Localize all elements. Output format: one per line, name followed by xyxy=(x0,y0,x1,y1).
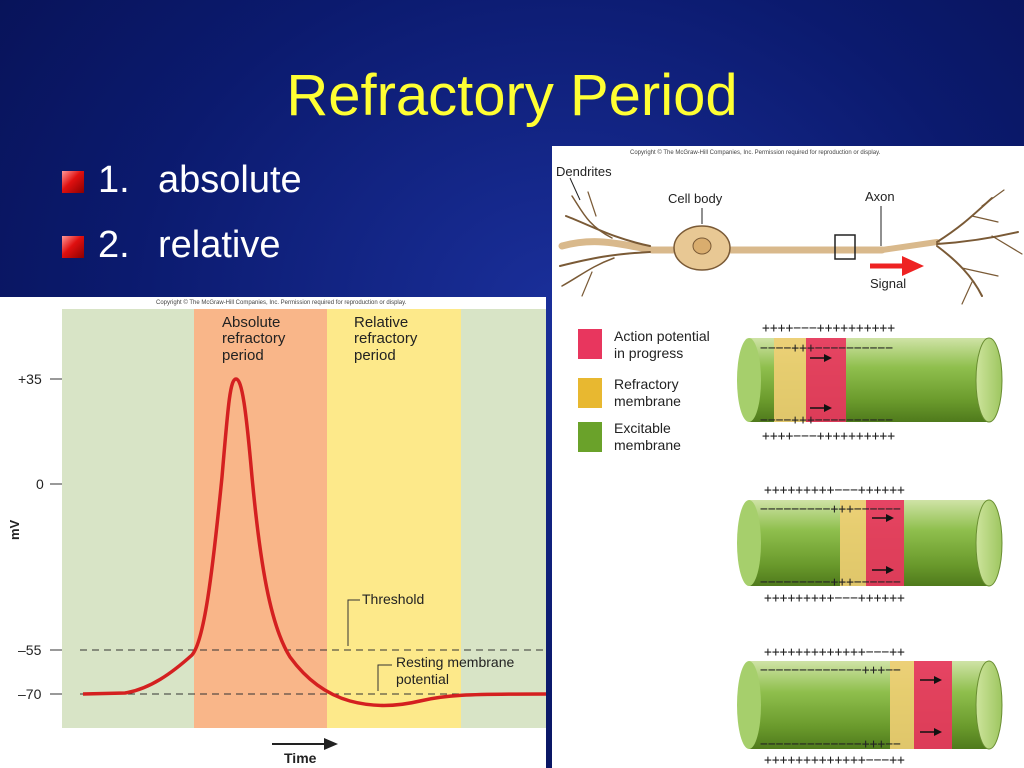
outer-signs-bottom: ++++−−−++++++++++ xyxy=(762,429,895,444)
threshold-label: Threshold xyxy=(362,591,424,607)
axon-segment-3: +++++++++++++−−−++ −−−−−−−−−−−−−+++−− −−… xyxy=(737,645,1003,768)
inner-signs-top: −−−−−−−−−−−−−+++−− xyxy=(760,663,901,678)
relative-zone-label: Relative refractory period xyxy=(354,314,422,364)
dendrites-pointer xyxy=(569,177,581,201)
legend-label-excitable: Excitable membrane xyxy=(614,420,681,453)
time-arrow-head xyxy=(324,738,338,750)
neuron-illustration xyxy=(558,189,1023,305)
axon-segment-2: +++++++++−−−++++++ −−−−−−−−−+++−−−−−− −−… xyxy=(737,483,1003,606)
bullet-square-icon xyxy=(62,236,84,258)
outer-signs-bottom: +++++++++−−−++++++ xyxy=(764,591,905,606)
bullet-text: absolute xyxy=(158,159,302,201)
outer-signs-top: +++++++++−−−++++++ xyxy=(764,483,905,498)
signal-arrow-head xyxy=(902,256,924,276)
action-potential-svg: Copyright © The McGraw-Hill Companies, I… xyxy=(7,299,546,766)
neuron-diagram-svg: Copyright © The McGraw-Hill Companies, I… xyxy=(556,149,1023,768)
resting-zone-right xyxy=(461,309,546,728)
axon-segment-1: ++++−−−++++++++++ −−−−+++−−−−−−−−−− −−−−… xyxy=(737,321,1003,444)
tick-label-minus55: –55 xyxy=(18,642,42,658)
cylinder-left-end xyxy=(737,338,761,422)
resting-zone-left xyxy=(62,309,194,728)
outer-signs-bottom: +++++++++++++−−−++ xyxy=(764,753,905,768)
absolute-zone-label: Absolute refractory period xyxy=(222,314,290,364)
diagram-copyright: Copyright © The McGraw-Hill Companies, I… xyxy=(630,149,881,156)
refractory-band xyxy=(890,661,914,749)
nucleus-shape xyxy=(692,237,712,255)
cylinder-left-end xyxy=(737,500,761,586)
graph-copyright: Copyright © The McGraw-Hill Companies, I… xyxy=(156,299,407,306)
bullet-square-icon xyxy=(62,171,84,193)
action-potential-band xyxy=(914,661,952,749)
cylinder-left-end xyxy=(737,661,761,749)
bullet-number: 1. xyxy=(98,159,130,201)
inner-signs-bottom: −−−−−−−−−−−−−+++−− xyxy=(760,737,901,752)
cylinder-right-cap xyxy=(975,499,1003,587)
propagation-arrowhead-bottom xyxy=(934,728,942,736)
tick-label-minus70: –70 xyxy=(18,686,42,702)
propagation-arrowhead-top xyxy=(934,676,942,684)
propagation-arrowhead-bottom xyxy=(886,566,894,574)
resting-label: Resting membrane potential xyxy=(396,654,518,687)
refractory-band xyxy=(840,500,866,586)
legend-swatch-action-potential xyxy=(578,329,602,359)
relative-refractory-zone xyxy=(327,309,461,728)
cylinder-right-cap xyxy=(975,660,1003,750)
bullet-item-absolute: 1. absolute xyxy=(62,158,302,202)
inner-signs-top: −−−−+++−−−−−−−−−− xyxy=(760,341,893,356)
slide-title: Refractory Period xyxy=(286,63,738,128)
bullet-text: relative xyxy=(158,224,281,266)
legend-label-refractory: Refractory membrane xyxy=(614,376,682,409)
dendrites-label: Dendrites xyxy=(556,164,612,179)
legend-swatch-excitable xyxy=(578,422,602,452)
outer-signs-top: +++++++++++++−−−++ xyxy=(764,645,905,660)
propagation-arrowhead-top xyxy=(824,354,832,362)
signal-label: Signal xyxy=(870,276,906,291)
bullet-number: 2. xyxy=(98,224,130,266)
legend-swatch-refractory xyxy=(578,378,602,408)
propagation-arrowhead-bottom xyxy=(824,404,832,412)
x-axis-label: Time xyxy=(284,750,317,766)
action-potential-graph: Copyright © The McGraw-Hill Companies, I… xyxy=(0,297,546,768)
inner-signs-bottom: −−−−+++−−−−−−−−−− xyxy=(760,413,893,428)
outer-signs-top: ++++−−−++++++++++ xyxy=(762,321,895,336)
legend-label-action-potential: Action potential in progress xyxy=(614,328,714,361)
cylinder-right-cap xyxy=(975,337,1003,423)
resting-bracket xyxy=(377,664,392,691)
neuron-diagram-panel: Copyright © The McGraw-Hill Companies, I… xyxy=(552,146,1024,768)
membrane-potential-trace xyxy=(82,377,546,708)
tick-label-zero: 0 xyxy=(36,476,44,492)
axon-label: Axon xyxy=(865,189,895,204)
axon-zoom-box xyxy=(834,234,856,260)
cell-body-label: Cell body xyxy=(668,191,723,206)
absolute-refractory-zone xyxy=(194,309,327,728)
inner-signs-top: −−−−−−−−−+++−−−−−− xyxy=(760,502,901,517)
refractory-band xyxy=(774,338,806,422)
action-potential-band xyxy=(866,500,904,586)
threshold-bracket xyxy=(347,599,360,646)
bullet-item-relative: 2. relative xyxy=(62,223,281,267)
y-axis-label: mV xyxy=(7,519,22,540)
tick-label-plus35: +35 xyxy=(18,371,42,387)
inner-signs-bottom: −−−−−−−−−+++−−−−−− xyxy=(760,575,901,590)
propagation-arrowhead-top xyxy=(886,514,894,522)
